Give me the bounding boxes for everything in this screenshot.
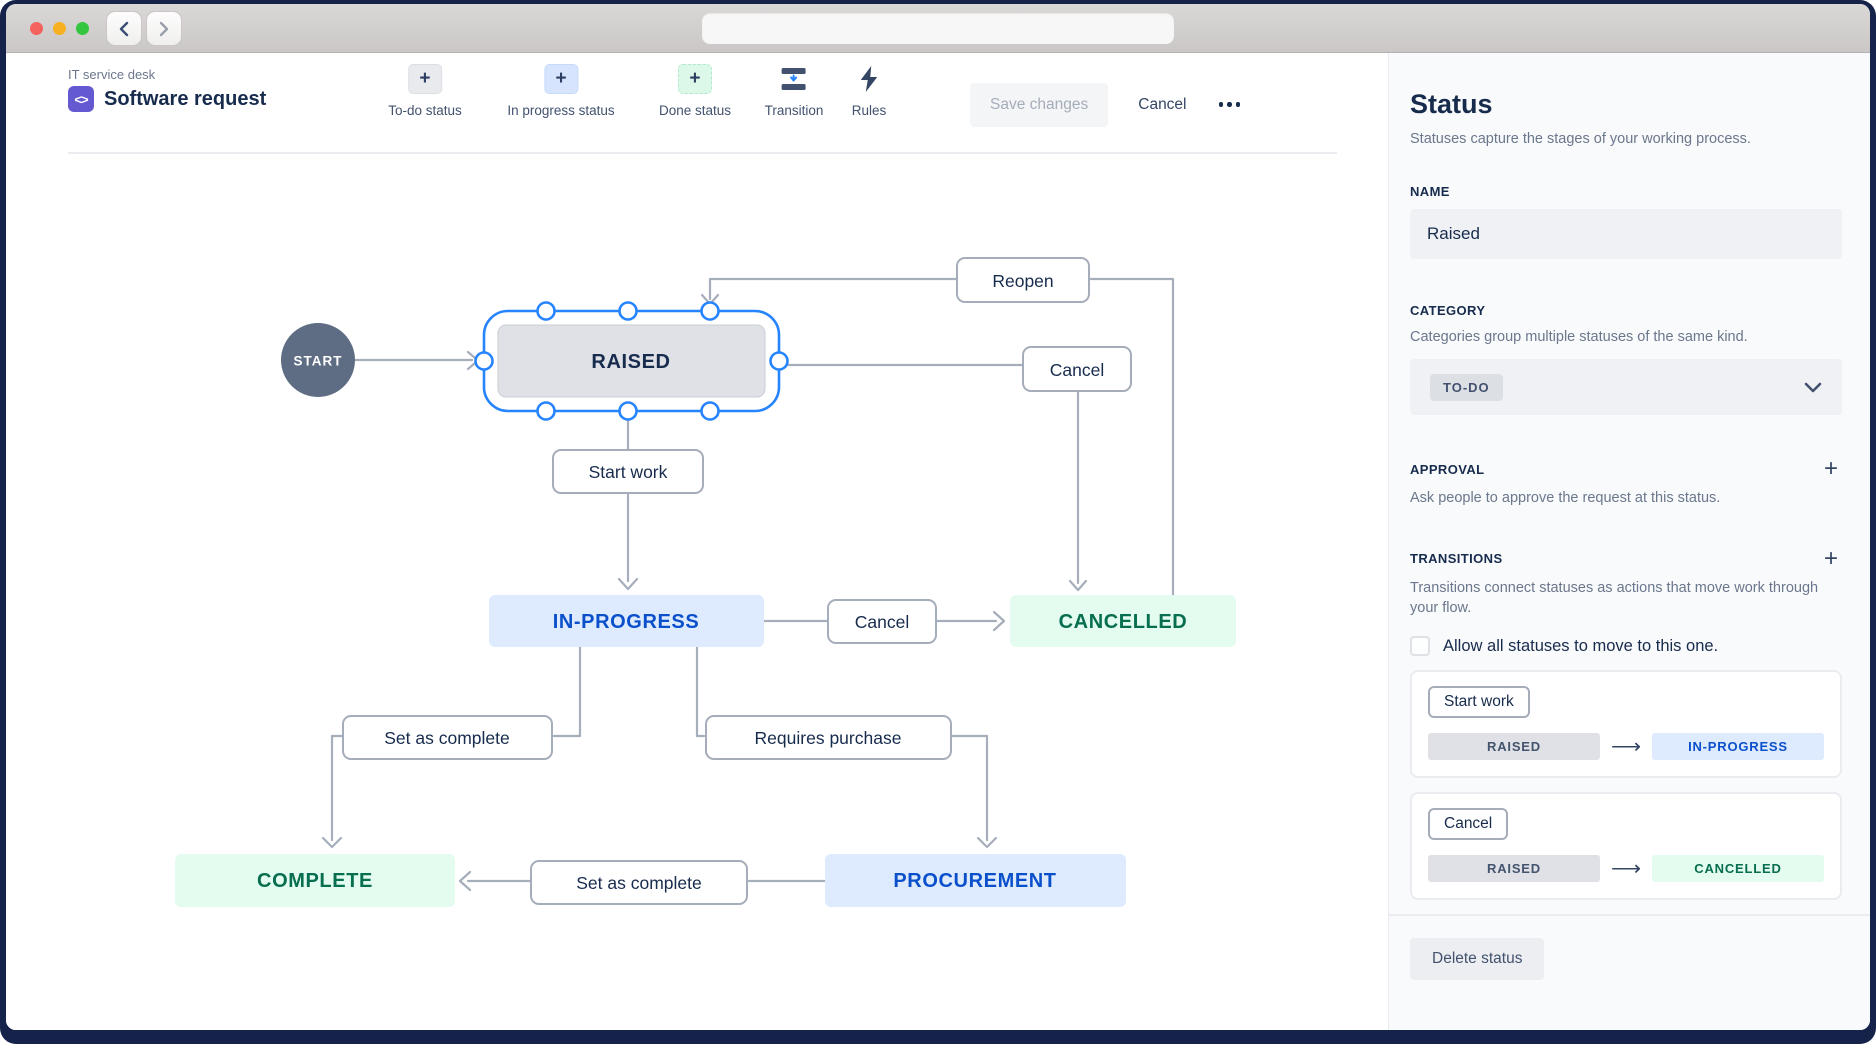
transition-label-requires-purchase[interactable]: Requires purchase [705,715,952,760]
cancel-button[interactable]: Cancel [1138,95,1187,113]
status-node-complete[interactable]: COMPLETE [175,854,455,907]
allow-all-statuses-checkbox[interactable] [1410,636,1430,657]
header-divider [68,152,1337,154]
workflow-canvas[interactable]: START RAISED [6,155,1388,1030]
category-description: Categories group multiple statuses of th… [1410,329,1748,346]
transition-label-set-as-complete-bottom[interactable]: Set as complete [530,860,748,905]
toolbar-add-done-status[interactable]: + Done status [659,63,731,118]
window-controls [30,22,89,35]
chevron-right-icon [159,21,169,36]
page-title: Software request [104,87,267,110]
svg-text:RAISED: RAISED [591,351,670,373]
svg-text:IN-PROGRESS: IN-PROGRESS [553,611,700,633]
titlebar [6,4,1870,53]
plus-icon[interactable]: + [544,64,578,94]
svg-text:START: START [294,354,343,369]
allow-all-statuses-label: Allow all statuses to move to this one. [1443,636,1719,655]
back-button[interactable] [106,11,142,46]
close-window-button[interactable] [30,22,43,35]
panel-heading: Status [1410,89,1493,119]
plus-icon[interactable]: + [677,64,712,94]
delete-status-button[interactable]: Delete status [1410,938,1545,981]
plus-icon[interactable]: + [407,64,442,94]
panel-subtitle: Statuses capture the stages of your work… [1410,131,1751,147]
toolbar-label: Done status [658,103,732,118]
svg-text:Set as complete: Set as complete [384,728,509,748]
approval-description: Ask people to approve the request at thi… [1410,490,1721,507]
save-changes-button[interactable]: Save changes [970,82,1109,127]
svg-text:Set as complete: Set as complete [576,873,701,893]
from-status-pill: RAISED [1428,855,1600,883]
status-name-input[interactable] [1410,209,1842,260]
workflow-editor-main: IT service desk <> Software request + To… [6,53,1388,1030]
minimize-window-button[interactable] [53,22,66,35]
transitions-description: Transitions connect statuses as actions … [1410,579,1819,616]
arrow-right-icon: ⟶ [1610,857,1642,881]
svg-text:PROCUREMENT: PROCUREMENT [893,870,1056,892]
svg-text:Start work: Start work [589,462,668,482]
add-approval-icon[interactable]: + [1823,455,1838,483]
breadcrumb[interactable]: IT service desk [68,67,156,82]
to-status-pill: IN-PROGRESS [1651,733,1824,761]
transitions-section-label: TRANSITIONS [1410,551,1503,567]
status-node-in-progress[interactable]: IN-PROGRESS [489,595,764,647]
transition-label-reopen[interactable]: Reopen [956,257,1090,303]
project-code-icon: <> [68,86,94,112]
svg-text:COMPLETE: COMPLETE [257,870,373,892]
workflow-connectors [321,277,1175,892]
toolbar-add-transition[interactable]: Transition [764,63,824,118]
toolbar-label: In progress status [507,103,615,118]
toolbar-label: To-do status [388,103,462,118]
zoom-window-button[interactable] [76,22,89,35]
toolbar-label: Rules [851,103,887,118]
transition-icon [782,68,806,90]
svg-text:CANCELLED: CANCELLED [1059,611,1188,633]
svg-text:Requires purchase: Requires purchase [755,728,902,748]
transition-label-set-as-complete-left[interactable]: Set as complete [342,715,553,760]
editor-header: IT service desk <> Software request + To… [6,53,1388,155]
panel-divider [1389,914,1870,917]
more-options-icon[interactable] [1217,96,1243,113]
status-node-raised[interactable]: RAISED [474,301,789,421]
transition-label-start-work[interactable]: Start work [552,449,704,494]
toolbar-label: Transition [764,103,824,118]
transition-card-start-work[interactable]: Start work RAISED ⟶ IN-PROGRESS [1410,670,1842,779]
toolbar-rules[interactable]: Rules [851,63,887,118]
start-node[interactable]: START [281,323,355,397]
name-field-label: NAME [1410,184,1450,200]
add-transition-icon[interactable]: + [1823,544,1838,572]
category-select[interactable]: TO-DO [1410,359,1842,416]
transition-name-chip[interactable]: Start work [1428,686,1530,719]
transition-name-chip[interactable]: Cancel [1428,808,1509,841]
svg-text:Cancel: Cancel [1050,360,1104,380]
toolbar-add-todo-status[interactable]: + To-do status [388,63,462,118]
category-value-badge: TO-DO [1430,373,1503,401]
selection-handles[interactable] [474,301,789,421]
arrow-right-icon: ⟶ [1610,735,1642,759]
status-node-procurement[interactable]: PROCUREMENT [825,854,1126,907]
category-field-label: CATEGORY [1410,303,1486,319]
from-status-pill: RAISED [1428,733,1600,761]
chevron-down-icon [1804,382,1822,393]
status-node-cancelled[interactable]: CANCELLED [1010,595,1236,647]
approval-section-label: APPROVAL [1410,461,1485,477]
forward-button[interactable] [146,11,182,46]
svg-text:Reopen: Reopen [992,271,1053,291]
to-status-pill: CANCELLED [1651,855,1824,883]
status-detail-panel: Status Statuses capture the stages of yo… [1388,53,1870,1030]
svg-text:Cancel: Cancel [855,612,909,632]
transition-card-cancel[interactable]: Cancel RAISED ⟶ CANCELLED [1410,792,1842,901]
chevron-left-icon [119,21,129,36]
lightning-icon [860,66,878,92]
transition-label-cancel-mid[interactable]: Cancel [827,599,937,644]
address-bar[interactable] [702,13,1174,44]
transition-label-cancel-top[interactable]: Cancel [1022,346,1132,392]
toolbar-add-inprogress-status[interactable]: + In progress status [507,63,615,118]
